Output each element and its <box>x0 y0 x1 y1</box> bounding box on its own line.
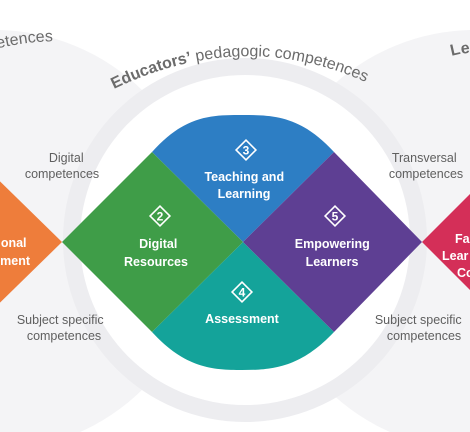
area-4-label: Assessment <box>205 312 279 326</box>
area-5-shape <box>243 152 422 332</box>
area-1-label: onal ment <box>0 236 31 268</box>
area-3-shape <box>152 115 334 242</box>
badge-2-number: 2 <box>157 210 164 224</box>
area-4-shape <box>152 242 334 370</box>
area-3-teaching-and-learning[interactable] <box>152 115 334 242</box>
badge-3: 3 <box>234 138 258 162</box>
area-3-label: Teaching and Learning <box>204 170 287 201</box>
area-5-empowering-learners[interactable] <box>243 152 422 332</box>
badge-2-diamond-icon <box>148 204 172 228</box>
area-1-professional-engagement[interactable]: onal ment <box>0 152 62 332</box>
badge-4-number: 4 <box>239 286 246 300</box>
area-6-label: Fa Lear Co <box>442 232 470 280</box>
side-label-right-bottom: Subject specific competences <box>375 313 465 343</box>
badge-4-diamond-icon <box>230 280 254 304</box>
badge-5-diamond-icon <box>323 204 347 228</box>
side-label-right-top: Transversal competences <box>389 151 463 181</box>
area-4-assessment[interactable] <box>152 242 334 370</box>
badge-2: 2 <box>148 204 172 228</box>
side-label-left-bottom: Subject specific competences <box>17 313 107 343</box>
area-2-shape <box>62 152 243 332</box>
area-2-label: Digital Resources <box>124 237 188 269</box>
area-2-digital-resources[interactable] <box>62 152 243 332</box>
area-1-shape <box>0 181 62 303</box>
badge-3-diamond-icon <box>234 138 258 162</box>
area-6-shape <box>422 194 470 290</box>
badge-4: 4 <box>230 280 254 304</box>
area-5-label: Empowering Learners <box>295 237 374 269</box>
side-label-left-top: Digital competences <box>25 151 99 181</box>
badge-5: 5 <box>323 204 347 228</box>
badge-3-number: 3 <box>243 144 250 158</box>
arc-heading-right: Le <box>449 40 470 60</box>
badge-5-number: 5 <box>332 210 339 224</box>
area-6-facilitating-learners-competence[interactable]: Fa Lear Co <box>422 152 470 332</box>
